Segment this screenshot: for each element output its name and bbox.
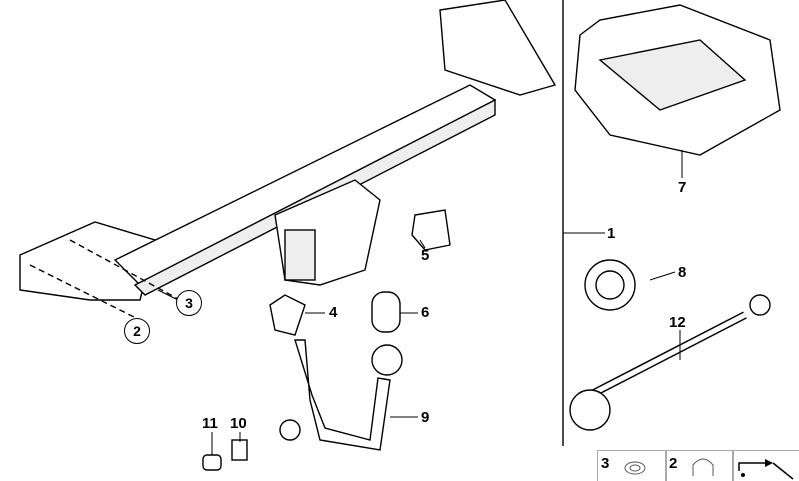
bottom-box-cap-nut[interactable]: 2: [665, 450, 734, 481]
bottom-box-label: 2: [669, 455, 678, 472]
bottom-box-arrow[interactable]: [732, 450, 799, 481]
bottom-box-nut[interactable]: 3: [597, 450, 667, 481]
callout-1: 1: [607, 225, 616, 242]
callout-12: 12: [669, 314, 686, 331]
socket-8: [584, 259, 636, 311]
cable-12: [569, 294, 771, 431]
ball-neck-9: [279, 339, 403, 451]
callout-8: 8: [678, 264, 687, 281]
arrow-icon: [738, 459, 794, 480]
part-11: [202, 454, 222, 471]
callout-6: 6: [421, 304, 430, 321]
callout-7: 7: [678, 179, 687, 196]
callout-3: 3: [176, 290, 202, 316]
mounting-bracket: [274, 179, 381, 286]
part-10: [231, 439, 248, 461]
callout-11: 11: [202, 415, 218, 432]
callout-4: 4: [329, 304, 338, 321]
bottom-box-label: 3: [601, 455, 610, 472]
cap-nut-icon: [692, 458, 714, 476]
socket-holder-7: [574, 4, 781, 156]
callout-2: 2: [124, 318, 150, 344]
callout-9: 9: [421, 409, 430, 426]
callout-10: 10: [230, 415, 247, 432]
nut-icon: [624, 461, 646, 475]
cap-6: [371, 291, 401, 333]
plate-5: [411, 209, 451, 251]
callout-5: 5: [421, 247, 430, 264]
lock-4: [269, 294, 306, 336]
